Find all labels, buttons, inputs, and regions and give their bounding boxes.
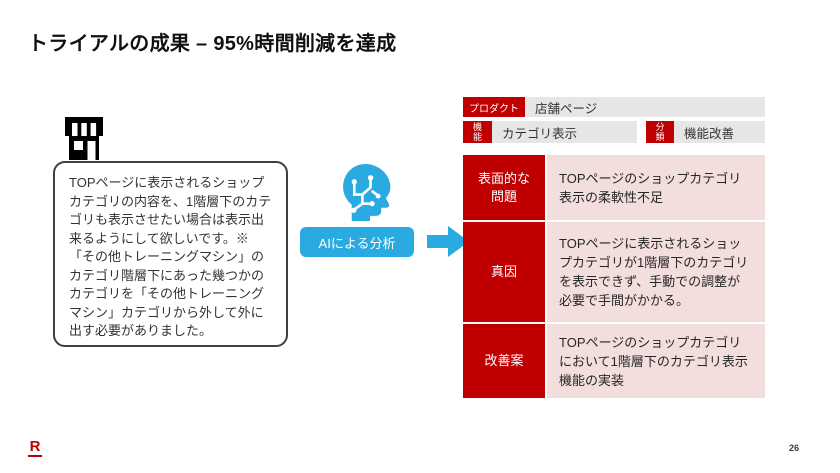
rakuten-logo: R <box>28 439 42 457</box>
analysis-table: 表面的な問題 TOPページのショップカテゴリ表示の柔軟性不足 真因 TOPページ… <box>463 155 765 400</box>
storefront-icon <box>65 117 103 160</box>
category-label: 分類 <box>655 122 665 142</box>
row-text: TOPページのショップカテゴリ表示の柔軟性不足 <box>547 155 765 220</box>
table-row-surface-problem: 表面的な問題 TOPページのショップカテゴリ表示の柔軟性不足 <box>463 155 765 220</box>
chip-gap <box>637 121 646 143</box>
row-label: 改善案 <box>463 324 545 398</box>
category-value: 機能改善 <box>674 121 765 143</box>
ai-analysis-pill: AIによる分析 <box>300 227 414 257</box>
row-text: TOPページに表示されるショップカテゴリが1階層下のカテゴリを表示できず、手動で… <box>547 222 765 322</box>
feature-value: カテゴリ表示 <box>492 121 637 143</box>
table-row-root-cause: 真因 TOPページに表示されるショップカテゴリが1階層下のカテゴリを表示できず、… <box>463 222 765 322</box>
table-row-improvement: 改善案 TOPページのショップカテゴリにおいて1階層下のカテゴリ表示機能の実装 <box>463 324 765 398</box>
meta-row-feature-category: 機能 カテゴリ表示 分類 機能改善 <box>463 121 765 143</box>
rakuten-logo-letter: R <box>29 438 41 455</box>
feedback-speech-bubble: TOPページに表示されるショップカテゴリの内容を、1階層下のカテゴリも表示させた… <box>53 161 288 347</box>
product-label-chip: プロダクト <box>463 97 525 117</box>
ai-head-circuit-icon <box>343 164 391 221</box>
feedback-text: TOPページに表示されるショップカテゴリの内容を、1階層下のカテゴリも表示させた… <box>69 175 272 338</box>
row-text: TOPページのショップカテゴリにおいて1階層下のカテゴリ表示機能の実装 <box>547 324 765 398</box>
category-label-chip: 分類 <box>646 121 674 143</box>
rakuten-logo-underline <box>28 455 42 457</box>
row-label: 真因 <box>463 222 545 322</box>
page-number: 26 <box>789 443 800 453</box>
row-label: 表面的な問題 <box>463 155 545 220</box>
right-block-arrow-icon <box>427 226 469 257</box>
feature-label: 機能 <box>472 122 482 142</box>
feature-label-chip: 機能 <box>463 121 492 143</box>
meta-row-product: プロダクト 店舗ページ <box>463 97 765 117</box>
page-title: トライアルの成果 – 95%時間削減を達成 <box>28 33 397 55</box>
ai-analysis-label: AIによる分析 <box>318 235 396 251</box>
product-value: 店舗ページ <box>525 97 765 117</box>
